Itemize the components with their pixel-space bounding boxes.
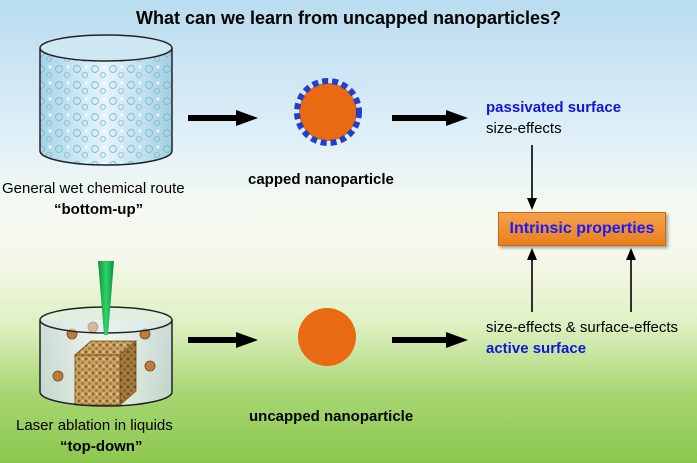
capped-nanoparticle-label: capped nanoparticle — [248, 171, 394, 188]
beaker-with-target — [39, 306, 173, 407]
arrow-up-to-intrinsic-right — [626, 248, 636, 312]
arrow-top-to-capped — [188, 110, 258, 126]
wet-chemical-route-label: General wet chemical route — [2, 180, 185, 197]
size-effects-top-label: size-effects — [486, 120, 562, 137]
passivated-surface-label: passivated surface — [486, 99, 622, 116]
arrow-uncapped-to-result — [392, 332, 468, 348]
arrow-bottom-to-uncapped — [188, 332, 258, 348]
arrow-up-to-intrinsic-left — [527, 248, 537, 312]
arrow-capped-to-result — [392, 110, 468, 126]
size-and-surface-effects-label: size-effects & surface-effects — [486, 319, 679, 336]
capped-nanoparticle — [294, 78, 362, 146]
laser-beam — [98, 261, 114, 335]
bottom-up-label: “bottom-up” — [54, 201, 144, 218]
intrinsic-properties-label: Intrinsic properties — [509, 220, 655, 237]
top-down-label: “top-down” — [60, 438, 143, 455]
page-title: What can we learn from uncapped nanopart… — [135, 8, 562, 28]
intrinsic-properties-box: Intrinsic properties — [498, 212, 666, 246]
uncapped-nanoparticle-label: uncapped nanoparticle — [249, 408, 414, 425]
uncapped-nanoparticle — [298, 308, 356, 366]
laser-ablation-label: Laser ablation in liquids — [16, 417, 173, 434]
arrow-down-to-intrinsic — [527, 145, 537, 210]
beaker-with-solution — [39, 34, 173, 166]
active-surface-label: active surface — [486, 340, 587, 357]
